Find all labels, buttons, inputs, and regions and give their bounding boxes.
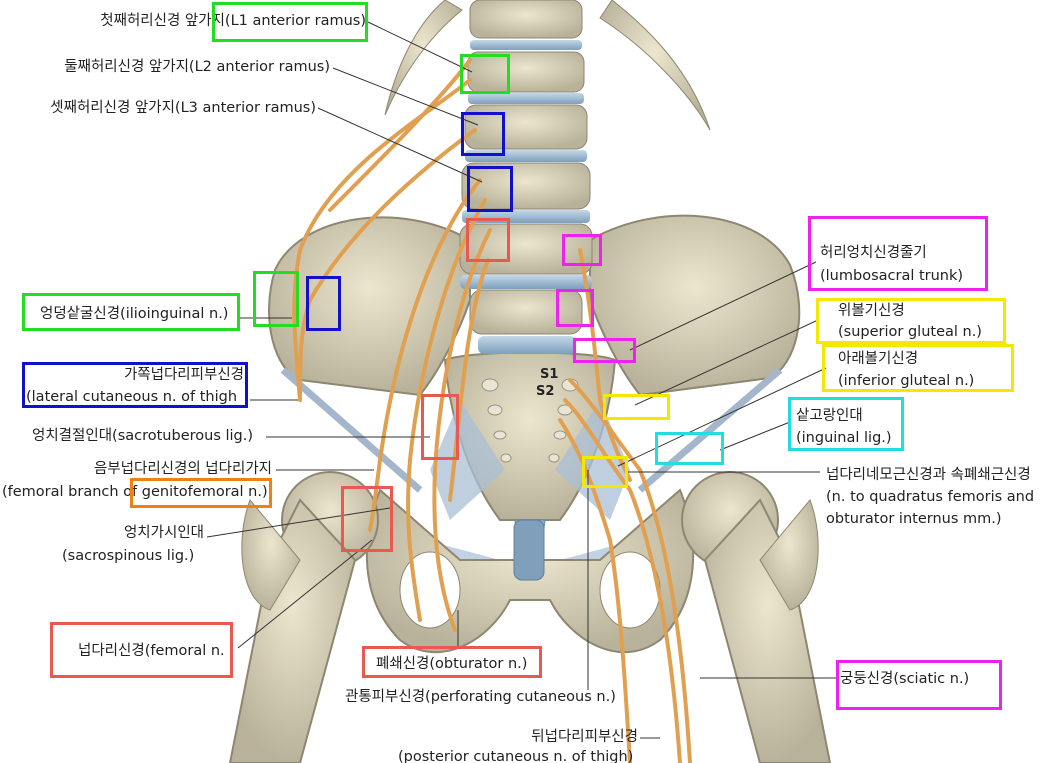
lumbar-spine: [459, 0, 593, 354]
femoral-label: 넙다리신경(femoral n.: [78, 643, 225, 659]
inferior-gluteal-anatomy-box: [582, 456, 628, 488]
left-ligament-fan: [430, 400, 505, 520]
posterior-cutaneous-en-label: (posterior cutaneous n. of thigh): [398, 749, 634, 763]
ilioinguinal-anatomy-box: [253, 271, 299, 327]
right-iliac-wing: [589, 214, 801, 397]
lumbosacral-anatomy-box-1: [562, 234, 602, 266]
left-rib: [384, 0, 463, 116]
l3-ramus-label: 셋째허리신경 앞가지(L3 anterior ramus): [50, 100, 316, 116]
left-obturator-foramen: [399, 551, 461, 629]
lateral-cutaneous-label-box: [22, 362, 248, 408]
lumbosacral-anatomy-box-3: [573, 338, 636, 363]
obturator-label-box: [362, 646, 542, 678]
quadratus-en1-label: (n. to quadratus femoris and: [826, 489, 1035, 505]
lateral-cutaneous-en-label: (lateral cutaneous n. of thigh: [26, 389, 238, 405]
obturator-label: 폐쇄신경(obturator n.): [376, 656, 528, 672]
lumbosacral-ko-label: 허리엉치신경줄기: [820, 245, 927, 261]
femoral-label-box: [50, 622, 233, 678]
l2-anatomy-box: [461, 112, 505, 156]
right-rib: [599, 0, 711, 131]
left-inguinal-ligament: [280, 367, 423, 493]
left-greater-trochanter: [241, 499, 301, 611]
inguinal-ko-label: 샅고랑인대: [796, 408, 863, 424]
superior-gluteal-anatomy-box: [603, 394, 670, 420]
quadratus-en2-label: obturator internus mm.): [826, 511, 1002, 527]
s1-label: S1: [540, 367, 559, 382]
posterior-cutaneous-ko-label: 뒤넙다리피부신경: [531, 729, 638, 745]
l1-ramus-label: 첫째허리신경 앞가지(L1 anterior ramus): [100, 13, 366, 29]
right-greater-trochanter: [759, 499, 819, 611]
superior-gluteal-label-box: [816, 298, 1006, 344]
sciatic-label-box: [836, 660, 1002, 710]
sciatic-label: 궁둥신경(sciatic n.): [840, 671, 970, 687]
ilioinguinal-label-box: [22, 293, 240, 331]
sacrospinous-en-label: (sacrospinous lig.): [62, 548, 195, 564]
l3-anatomy-box: [467, 166, 513, 212]
lumbosacral-anatomy-box-2: [556, 289, 594, 327]
nerve-bundle: [292, 58, 692, 763]
genitofemoral-ko-label: 음부넙다리신경의 넙다리가지: [93, 461, 272, 477]
lateral-cutaneous-ko-label: 가쪽넙다리피부신경: [123, 367, 244, 383]
sacral-foramina: [481, 378, 579, 463]
sacrospinous-ko-label: 엉치가시인대: [123, 525, 204, 541]
inguinal-label-box: [788, 397, 904, 451]
inguinal-anatomy-box: [655, 432, 724, 465]
genitofemoral-en-label: (femoral branch of genitofemoral n.): [2, 483, 268, 501]
superior-gluteal-ko-label: 위볼기신경: [838, 303, 905, 319]
inguinal-en-label: (inguinal lig.): [796, 430, 892, 446]
femoral-anatomy-box: [341, 486, 393, 552]
lumbosacral-en-label: (lumbosacral trunk): [820, 268, 964, 284]
lumbosacral-label-box: [808, 216, 988, 291]
superior-gluteal-en-label: (superior gluteal n.): [838, 324, 982, 340]
inferior-gluteal-ko-label: 아래볼기신경: [838, 351, 919, 367]
genitofemoral-en-prefix: (femoral branch of: [2, 484, 142, 500]
l4-anatomy-box: [466, 218, 510, 262]
inferior-gluteal-label-box: [822, 344, 1014, 392]
perforating-label: 관통피부신경(perforating cutaneous n.): [345, 689, 616, 705]
right-inguinal-ligament: [637, 367, 783, 493]
quadratus-ko-label: 넙다리네모근신경과 속폐쇄근신경: [826, 467, 1031, 483]
inferior-gluteal-en-label: (inferior gluteal n.): [838, 373, 975, 389]
sacrotuberous-anatomy-box: [421, 394, 459, 460]
genitofemoral-en-boxed: genitofemoral n.): [141, 484, 268, 500]
ilioinguinal-label: 엉덩샅굴신경(ilioinguinal n.): [40, 306, 229, 322]
l1-label-box: [212, 2, 368, 42]
s2-label: S2: [536, 384, 555, 399]
pubic-symphysis: [513, 519, 545, 581]
l1-anatomy-box: [460, 54, 510, 94]
lateral-cutaneous-anatomy-box: [306, 276, 341, 331]
sacrotuberous-label: 엉치결절인대(sacrotuberous lig.): [32, 428, 254, 444]
genitofemoral-label-box: [130, 478, 272, 508]
l2-ramus-label: 둘째허리신경 앞가지(L2 anterior ramus): [64, 59, 330, 75]
